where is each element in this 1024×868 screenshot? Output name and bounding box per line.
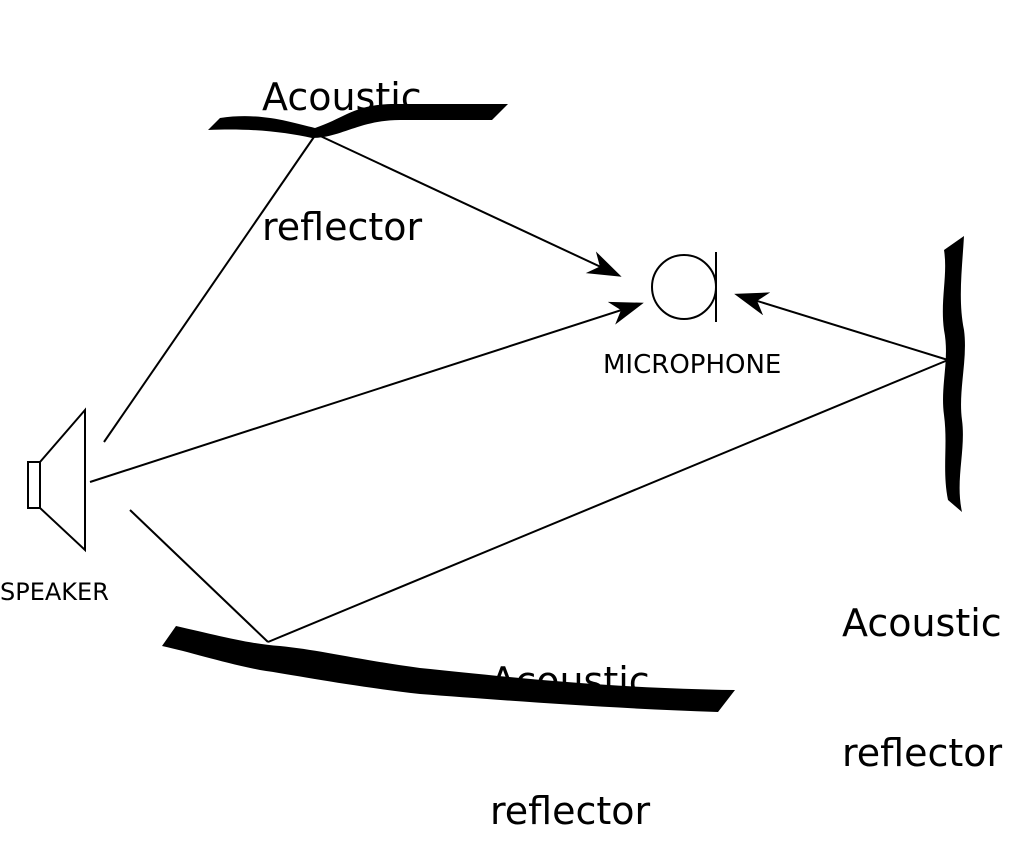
- path-right-reflector-to-microphone: [734, 292, 949, 361]
- path-speaker-to-top-reflector: [103, 133, 317, 443]
- microphone-label: MICROPHONE: [603, 350, 782, 380]
- right-reflector-shape: [942, 236, 965, 512]
- speaker-icon: [27, 407, 86, 553]
- bottom-reflector-label-line1: Acoustic: [490, 659, 650, 703]
- top-reflector-label: Acoustic reflector: [262, 2, 422, 284]
- bottom-reflector-label-line2: reflector: [490, 789, 651, 833]
- right-reflector-label-line2: reflector: [842, 731, 1003, 775]
- top-reflector-label-line1: Acoustic: [262, 75, 422, 119]
- speaker-label: SPEAKER: [0, 578, 109, 606]
- top-reflector-shape: [208, 104, 508, 138]
- sound-paths: [89, 133, 949, 643]
- path-speaker-to-bottom-reflector: [129, 509, 269, 643]
- top-reflector-label-line2: reflector: [262, 205, 423, 249]
- acoustic-diagram: [27, 104, 965, 712]
- bottom-reflector-label: Acoustic reflector: [490, 586, 650, 868]
- microphone-icon: [651, 252, 717, 322]
- right-reflector-label: Acoustic reflector: [842, 528, 1002, 810]
- path-top-reflector-to-microphone: [315, 133, 622, 277]
- path-speaker-to-microphone: [89, 301, 644, 483]
- path-bottom-reflector-to-right-reflector: [267, 359, 949, 643]
- bottom-reflector-shape: [162, 626, 735, 712]
- right-reflector-label-line1: Acoustic: [842, 601, 1002, 645]
